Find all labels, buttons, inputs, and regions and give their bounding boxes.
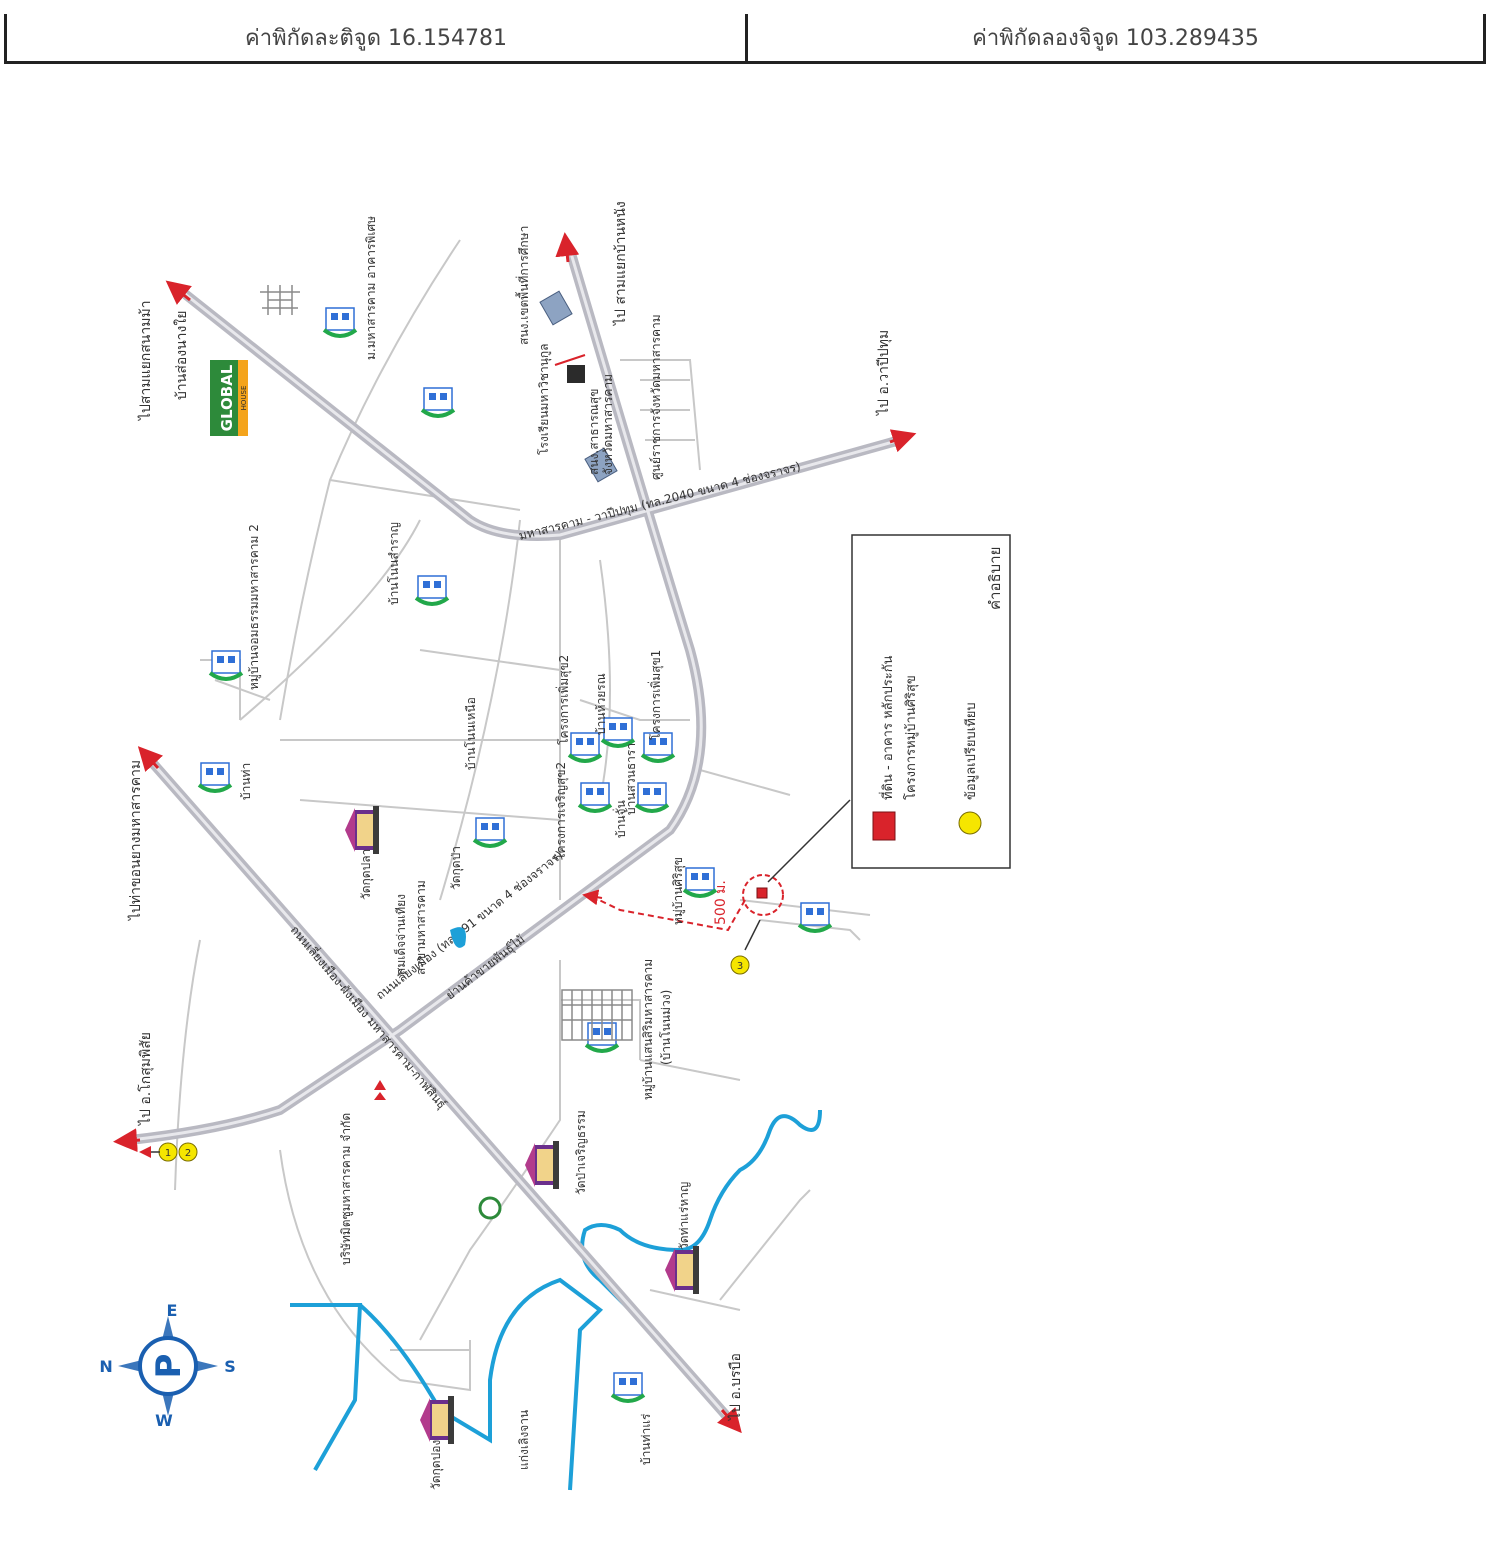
to-tha-khon-label: ไปท่าขอนยางมหาสารคาม [127, 760, 144, 921]
village-icons [197, 306, 833, 1403]
ban-don-label: บ้านสวนธารา [624, 743, 638, 815]
distance-label: 500 ม. [713, 880, 729, 925]
proj-charoen-label: โครงการเจริญสุข2 [554, 762, 569, 860]
ban-non-samran-label: บ้านโนนสำราญ [387, 522, 401, 605]
global-house-logo: GLOBAL HOUSE [210, 360, 248, 436]
village-non-2-label: หมู่บ้านจอมธรรมมหาสารคาม 2 [247, 524, 262, 690]
wat-kudpa-label: วัดกุดปลา [359, 849, 374, 900]
to-sanam-label-2: บ้านส่องนางใย [173, 311, 190, 400]
ban-tharae-label: บ้านท่าแร่ [639, 1413, 653, 1465]
health-office-label: สนง.สาธารณสุข [587, 389, 602, 475]
to-wapi-label: ไป อ.วาปีปทุม [875, 330, 892, 416]
compass-e: E [167, 1301, 178, 1320]
main-roads-center [129, 249, 901, 1421]
wat-charoen-label: วัดป่าเจริญธรรม [574, 1110, 588, 1195]
ban-non-nuea-label: บ้านโนนเหนือ [464, 697, 478, 770]
village-yen-label-2: (บ้านโนนม่วง) [659, 990, 673, 1065]
ban-huai-label: บ้านห้วยรณ [594, 673, 608, 735]
subject-site [582, 799, 851, 951]
compass-rose: P N S E W [99, 1301, 235, 1430]
legend-land-swatch [872, 811, 896, 841]
compass-w: W [155, 1411, 173, 1430]
village-yen-label: หมู่บ้านแสนสิริมหาสารคาม [641, 959, 656, 1100]
school-2-label: สมเด็จจ่านเทียง [393, 894, 408, 975]
legend-compare-swatch [958, 811, 982, 835]
ban-sisuk-label: หมู่บ้านศิริสุข [671, 857, 686, 925]
wat-kudpa-label-2: วัดกุดป่า [449, 846, 464, 890]
location-map: มหาสารคาม - วาปีปทุม (ทล.2040 ขนาด 4 ช่อ… [99, 201, 1011, 1491]
kaeng-label: แก่งเลิงจาน [517, 1410, 531, 1470]
legend-title: คำอธิบาย [986, 547, 1004, 610]
proj-suk1-label: โครงการเพิ่มสุข1 [647, 650, 664, 740]
compass-logo: P [149, 1354, 189, 1379]
government-buildings [539, 290, 618, 483]
mitsubishi-icon [374, 1080, 386, 1100]
health-office-label-2: จังหวัดมหาสารคาม [601, 374, 615, 475]
proj-suk2-label: โครงการเพิ่มสุข2 [555, 655, 572, 745]
legend-land-label-2: โครงการหมู่บ้านศิริสุข [903, 675, 919, 800]
edu-office-label: สนง.เขตพื้นที่การศึกษา [515, 226, 531, 345]
svg-text:3: 3 [737, 961, 743, 972]
longitude-label: ค่าพิกัดลองจิจูด 103.289435 [972, 26, 1259, 51]
legend-compare-label: ข้อมูลเปรียบเทียบ [963, 702, 979, 800]
map-legend: คำอธิบาย ที่ดิน - อาคาร หลักประกัน โครงก… [851, 534, 1011, 869]
to-borabue-label: ไป อ.บรบือ [727, 1353, 744, 1421]
latitude-label: ค่าพิกัดละติจูด 16.154781 [7, 14, 748, 61]
compass-s: S [224, 1357, 236, 1376]
svg-text:HOUSE: HOUSE [240, 386, 248, 411]
minor-roads [174, 239, 871, 1392]
svg-text:1: 1 [165, 1148, 171, 1159]
legend-land-label: ที่ดิน - อาคาร หลักประกัน [879, 655, 896, 800]
school-2b-label: สาขามหาสารคาม [414, 880, 428, 975]
wat-kud-south-label: วัดกุดปอง [429, 1440, 444, 1490]
svg-text:2: 2 [185, 1148, 191, 1159]
to-bannhoi-label: ไป สามแยกบ้านหนัง [612, 201, 629, 326]
wat-tha-label: วัดท่าแร่หาญ [677, 1182, 691, 1250]
msu-label: ม.มหาสารคาม อาคารพิเศษ [364, 216, 378, 360]
car-dealer-label: บริษัทมิตซูมหาสารคาม จำกัด [339, 1113, 354, 1265]
gov-center-label: ศูนย์ราชการจังหวัดมหาสารคาม [649, 314, 664, 480]
ban-jaeng-label: บ้านจั่น [612, 800, 628, 838]
gas-station-icon [478, 1196, 502, 1220]
ban-tha-label: บ้านท่า [239, 763, 253, 800]
to-kosum-label: ไป อ.โกสุมพิสัย [137, 1032, 154, 1126]
pond-icon [450, 927, 466, 948]
coordinate-bar: ค่าพิกัดละติจูด 16.154781 ค่าพิกัดลองจิจ… [4, 14, 1486, 64]
compass-n: N [99, 1357, 112, 1376]
comparison-markers: 1 2 3 [139, 955, 750, 1162]
svg-text:GLOBAL: GLOBAL [218, 364, 236, 431]
school-label: โรงเรียนมหาวิชานุกูล [537, 343, 552, 455]
to-sanam-label: ไปสามแยกสนามม้า [137, 300, 154, 421]
neighborhood-grid [260, 285, 633, 1041]
direction-arrows [113, 232, 917, 1434]
